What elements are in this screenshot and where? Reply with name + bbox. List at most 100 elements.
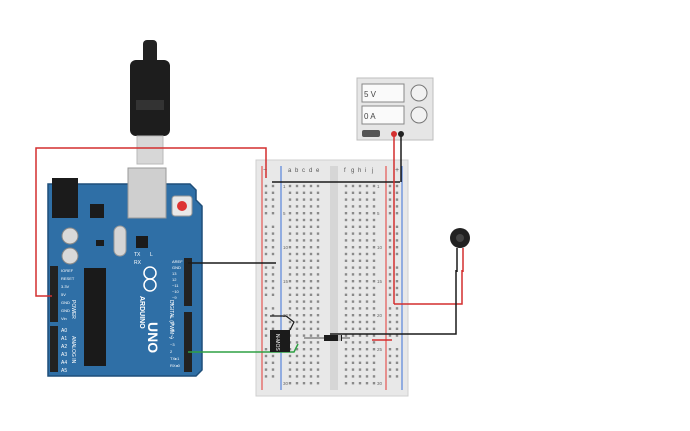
- breadboard-hole[interactable]: [351, 354, 355, 358]
- breadboard-hole[interactable]: [351, 320, 355, 324]
- breadboard-hole[interactable]: [344, 354, 348, 358]
- breadboard-hole[interactable]: [351, 307, 355, 310]
- breadboard-hole[interactable]: [344, 252, 348, 256]
- breadboard-hole[interactable]: [372, 327, 376, 330]
- breadboard-hole[interactable]: [302, 307, 306, 310]
- rail-hole[interactable]: [388, 232, 392, 235]
- breadboard-hole[interactable]: [288, 239, 292, 242]
- breadboard-hole[interactable]: [295, 300, 299, 303]
- breadboard-hole[interactable]: [316, 184, 320, 188]
- breadboard-hole[interactable]: [365, 341, 369, 344]
- breadboard-hole[interactable]: [288, 273, 292, 276]
- breadboard-hole[interactable]: [344, 382, 348, 385]
- rail-hole[interactable]: [388, 198, 392, 201]
- breadboard-hole[interactable]: [309, 252, 313, 256]
- rail-hole[interactable]: [395, 368, 399, 371]
- breadboard-hole[interactable]: [309, 266, 313, 269]
- breadboard-hole[interactable]: [309, 232, 313, 235]
- rail-hole[interactable]: [388, 280, 392, 283]
- breadboard-hole[interactable]: [351, 348, 355, 351]
- breadboard-hole[interactable]: [344, 259, 348, 262]
- breadboard-hole[interactable]: [288, 307, 292, 310]
- breadboard-hole[interactable]: [344, 184, 348, 188]
- breadboard-hole[interactable]: [365, 320, 369, 324]
- breadboard-hole[interactable]: [351, 198, 355, 201]
- breadboard-hole[interactable]: [351, 286, 355, 290]
- breadboard-hole[interactable]: [309, 246, 313, 249]
- breadboard-hole[interactable]: [351, 368, 355, 371]
- breadboard-hole[interactable]: [365, 239, 369, 242]
- breadboard-hole[interactable]: [316, 239, 320, 242]
- breadboard-hole[interactable]: [365, 286, 369, 290]
- breadboard-hole[interactable]: [302, 212, 306, 215]
- wire-motor-positive[interactable]: [394, 270, 463, 305]
- breadboard-hole[interactable]: [358, 246, 362, 249]
- breadboard-hole[interactable]: [351, 341, 355, 344]
- breadboard-hole[interactable]: [316, 273, 320, 276]
- breadboard-hole[interactable]: [365, 184, 369, 188]
- rail-hole[interactable]: [388, 184, 392, 188]
- breadboard-hole[interactable]: [351, 259, 355, 262]
- breadboard-hole[interactable]: [316, 225, 320, 228]
- breadboard-hole[interactable]: [295, 382, 299, 385]
- breadboard-hole[interactable]: [316, 212, 320, 215]
- breadboard-hole[interactable]: [316, 334, 320, 337]
- breadboard-hole[interactable]: [288, 280, 292, 283]
- breadboard-hole[interactable]: [309, 184, 313, 188]
- breadboard-hole[interactable]: [288, 300, 292, 303]
- breadboard-hole[interactable]: [295, 280, 299, 283]
- breadboard-hole[interactable]: [302, 334, 306, 337]
- breadboard-hole[interactable]: [295, 320, 299, 324]
- rail-hole[interactable]: [264, 212, 268, 215]
- breadboard-hole[interactable]: [302, 205, 306, 208]
- breadboard-hole[interactable]: [309, 239, 313, 242]
- breadboard-hole[interactable]: [288, 382, 292, 385]
- wire-signal[interactable]: [188, 343, 299, 353]
- breadboard-hole[interactable]: [316, 218, 320, 222]
- breadboard-hole[interactable]: [351, 232, 355, 235]
- breadboard-hole[interactable]: [351, 252, 355, 256]
- breadboard-hole[interactable]: [302, 314, 306, 317]
- rail-hole[interactable]: [264, 368, 268, 371]
- breadboard-hole[interactable]: [344, 246, 348, 249]
- breadboard-hole[interactable]: [302, 246, 306, 249]
- breadboard-hole[interactable]: [358, 184, 362, 188]
- wire-mosfet-gnd[interactable]: [270, 315, 295, 331]
- breadboard-hole[interactable]: [309, 280, 313, 283]
- breadboard-hole[interactable]: [372, 354, 376, 358]
- vibration-motor[interactable]: [450, 228, 470, 272]
- breadboard-hole[interactable]: [295, 375, 299, 378]
- breadboard-hole[interactable]: [358, 307, 362, 310]
- breadboard-hole[interactable]: [295, 205, 299, 208]
- breadboard-hole[interactable]: [295, 293, 299, 296]
- breadboard-hole[interactable]: [316, 280, 320, 283]
- rail-hole[interactable]: [395, 320, 399, 324]
- breadboard-hole[interactable]: [309, 286, 313, 290]
- rail-hole[interactable]: [395, 266, 399, 269]
- breadboard-hole[interactable]: [302, 232, 306, 235]
- breadboard-hole[interactable]: [358, 252, 362, 256]
- breadboard-hole[interactable]: [372, 266, 376, 269]
- breadboard-hole[interactable]: [365, 307, 369, 310]
- breadboard-hole[interactable]: [372, 205, 376, 208]
- rail-hole[interactable]: [271, 239, 275, 242]
- breadboard-hole[interactable]: [295, 266, 299, 269]
- rail-hole[interactable]: [264, 280, 268, 283]
- rail-hole[interactable]: [264, 225, 268, 228]
- rail-hole[interactable]: [395, 327, 399, 330]
- diode[interactable]: [304, 335, 350, 341]
- breadboard-hole[interactable]: [365, 273, 369, 276]
- breadboard-hole[interactable]: [365, 266, 369, 269]
- breadboard-hole[interactable]: [295, 198, 299, 201]
- rail-hole[interactable]: [395, 314, 399, 317]
- breadboard-hole[interactable]: [302, 218, 306, 222]
- breadboard-hole[interactable]: [351, 225, 355, 228]
- breadboard-hole[interactable]: [351, 361, 355, 364]
- breadboard-hole[interactable]: [358, 266, 362, 269]
- breadboard-hole[interactable]: [309, 307, 313, 310]
- breadboard-hole[interactable]: [344, 334, 348, 337]
- breadboard-hole[interactable]: [351, 212, 355, 215]
- breadboard-hole[interactable]: [288, 286, 292, 290]
- rail-hole[interactable]: [271, 293, 275, 296]
